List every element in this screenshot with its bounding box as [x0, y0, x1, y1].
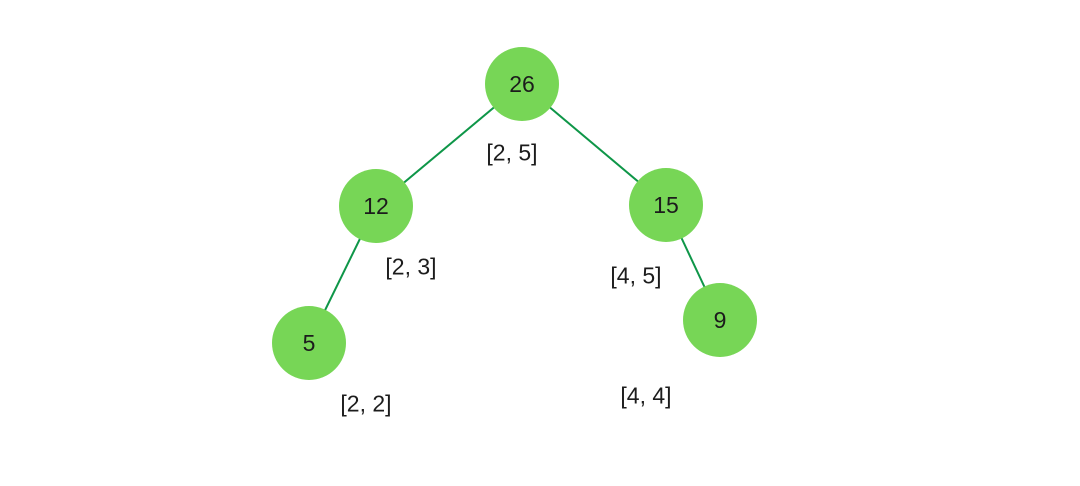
tree-node-right-leaf: 9	[683, 283, 757, 357]
node-value: 9	[713, 306, 727, 333]
tree-node-root: 26	[485, 47, 559, 121]
tree-node-right: 15	[629, 168, 703, 242]
range-label-right-leaf: [4, 4]	[620, 382, 672, 409]
range-label-right: [4, 5]	[610, 262, 662, 289]
node-value: 12	[363, 192, 389, 219]
tree-node-left: 12	[339, 169, 413, 243]
range-label-root: [2, 5]	[486, 139, 538, 166]
node-value: 5	[302, 329, 316, 356]
node-value: 26	[509, 70, 535, 97]
tree-node-left-leaf: 5	[272, 306, 346, 380]
range-label-left-leaf: [2, 2]	[340, 390, 392, 417]
range-label-left: [2, 3]	[385, 253, 437, 280]
node-value: 15	[653, 191, 679, 218]
